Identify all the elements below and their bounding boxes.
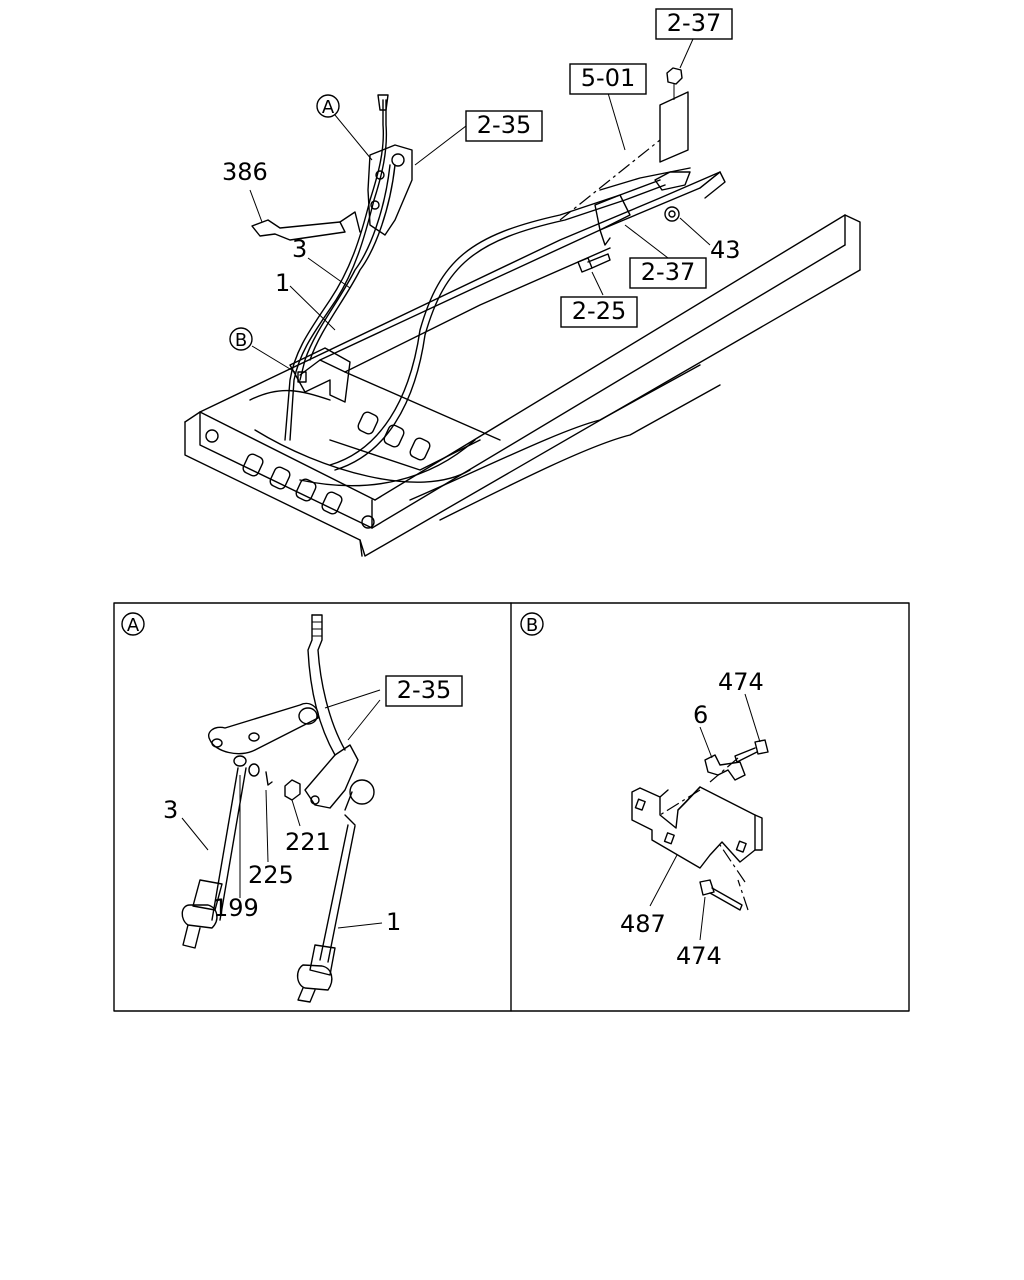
marker-a-panel: A — [127, 615, 140, 636]
ref-box-2-37-mid — [629, 257, 707, 289]
callout-1-main: 1 — [275, 269, 290, 297]
callout-199: 199 — [213, 894, 259, 922]
marker-b-main-circle — [229, 327, 253, 351]
ref-box-2-35-detail — [385, 675, 463, 707]
control-cables — [284, 94, 691, 471]
callout-3-detail: 3 — [163, 796, 178, 824]
callout-6: 6 — [693, 701, 708, 729]
callout-225: 225 — [248, 861, 294, 889]
ref-box-5-01 — [569, 63, 647, 95]
callout-386: 386 — [222, 158, 268, 186]
ref-2-37-top: 2-37 — [667, 9, 721, 37]
marker-b-main: B — [235, 330, 247, 351]
detail-panel-b: B 474 6 487 474 — [520, 612, 769, 970]
leader-lines-main — [249, 38, 711, 373]
callout-474-bottom: 474 — [676, 942, 722, 970]
clip-bracket-b — [289, 347, 351, 403]
callout-43: 43 — [710, 236, 741, 264]
frame-holes — [205, 411, 431, 529]
callout-3-main: 3 — [292, 235, 307, 263]
marker-b-panel: B — [526, 615, 538, 636]
ref-2-37-mid: 2-37 — [641, 258, 695, 286]
ref-box-2-37-top — [655, 8, 733, 40]
ref-box-2-35-top — [465, 110, 543, 142]
callout-487: 487 — [620, 910, 666, 938]
detail-panel-a: A — [121, 612, 463, 1003]
callout-474-top: 474 — [718, 668, 764, 696]
callout-1-detail: 1 — [386, 908, 401, 936]
ref-2-35-detail: 2-35 — [397, 676, 451, 704]
marker-a-main: A — [322, 97, 335, 118]
ref-2-25: 2-25 — [572, 297, 626, 325]
lever-bracket — [367, 144, 413, 236]
marker-a-main-circle — [316, 94, 340, 118]
ref-2-35-top: 2-35 — [477, 111, 531, 139]
chassis-frame — [184, 171, 861, 557]
ref-5-01: 5-01 — [581, 64, 635, 92]
part-386-bracket — [251, 211, 361, 241]
callout-221: 221 — [285, 828, 331, 856]
main-labels: 2-37 5-01 2-35 2-37 2-25 386 3 1 43 A B — [222, 8, 741, 351]
ref-box-2-25 — [560, 296, 638, 328]
rear-bracket — [577, 67, 689, 273]
